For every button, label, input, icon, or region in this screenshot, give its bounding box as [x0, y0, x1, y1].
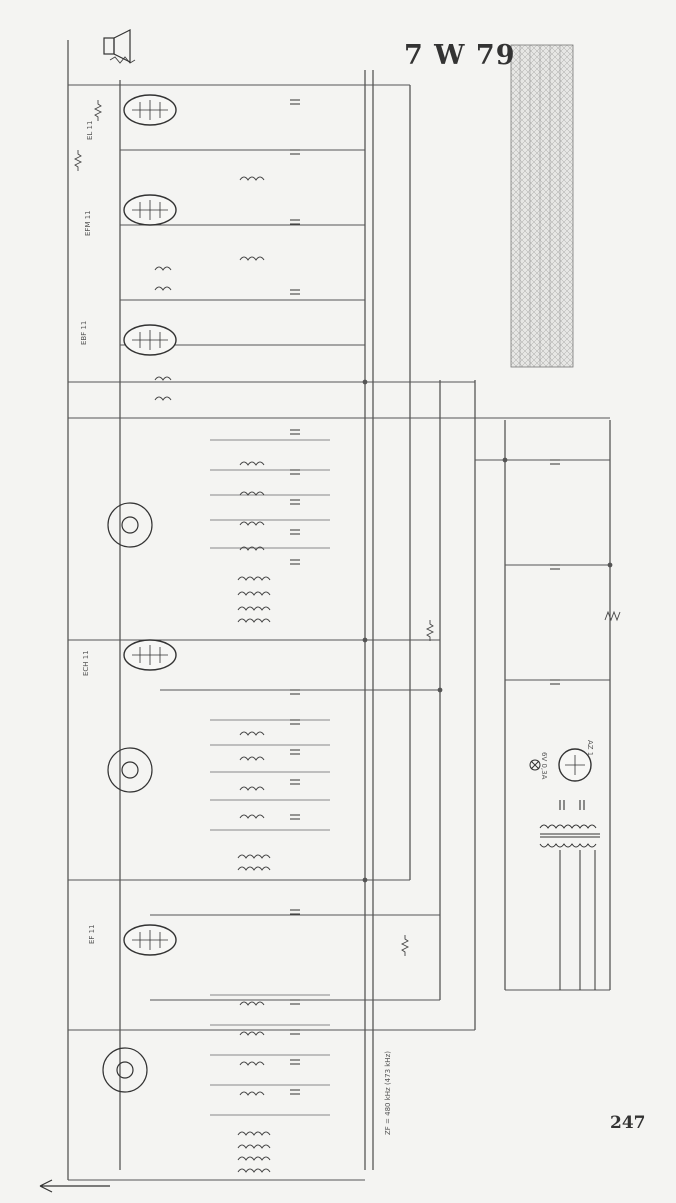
coils: [154, 176, 271, 1173]
junction-marks: [362, 379, 613, 883]
power-transformer: [539, 824, 600, 990]
switch-table: [510, 44, 574, 368]
resistors: [73, 56, 621, 956]
tube-label-rf-amp: EF 11: [88, 924, 96, 944]
tube-label-af-preamp: EFM 11: [84, 210, 92, 236]
if-frequency-note: ZF = 480 kHz (473 kHz): [384, 1051, 392, 1135]
band-switch-1[interactable]: [107, 502, 153, 548]
dial-lamp-label: 6V 0,3A: [540, 752, 548, 780]
tube-electrodes: [132, 100, 585, 950]
tube-label-output: EL 11: [86, 120, 94, 140]
model-title: 7 W 79: [404, 40, 516, 71]
tube-label-mixer: ECH 11: [82, 650, 90, 676]
bus-lines: [67, 40, 611, 1180]
page-number: 247: [610, 1113, 646, 1133]
tube-label-if-amp: EBF 11: [80, 320, 88, 345]
switch-rows: [210, 439, 330, 1116]
arrow-icon: [39, 1179, 110, 1193]
capacitors: [290, 99, 585, 1095]
dial-lamp-icon: [529, 759, 541, 771]
loudspeaker-icon: [103, 29, 131, 63]
band-switch-3[interactable]: [102, 1047, 148, 1093]
band-switches: [102, 502, 153, 1093]
tube-label-rectifier: AZ 1: [586, 740, 594, 757]
band-switch-2[interactable]: [107, 747, 153, 793]
